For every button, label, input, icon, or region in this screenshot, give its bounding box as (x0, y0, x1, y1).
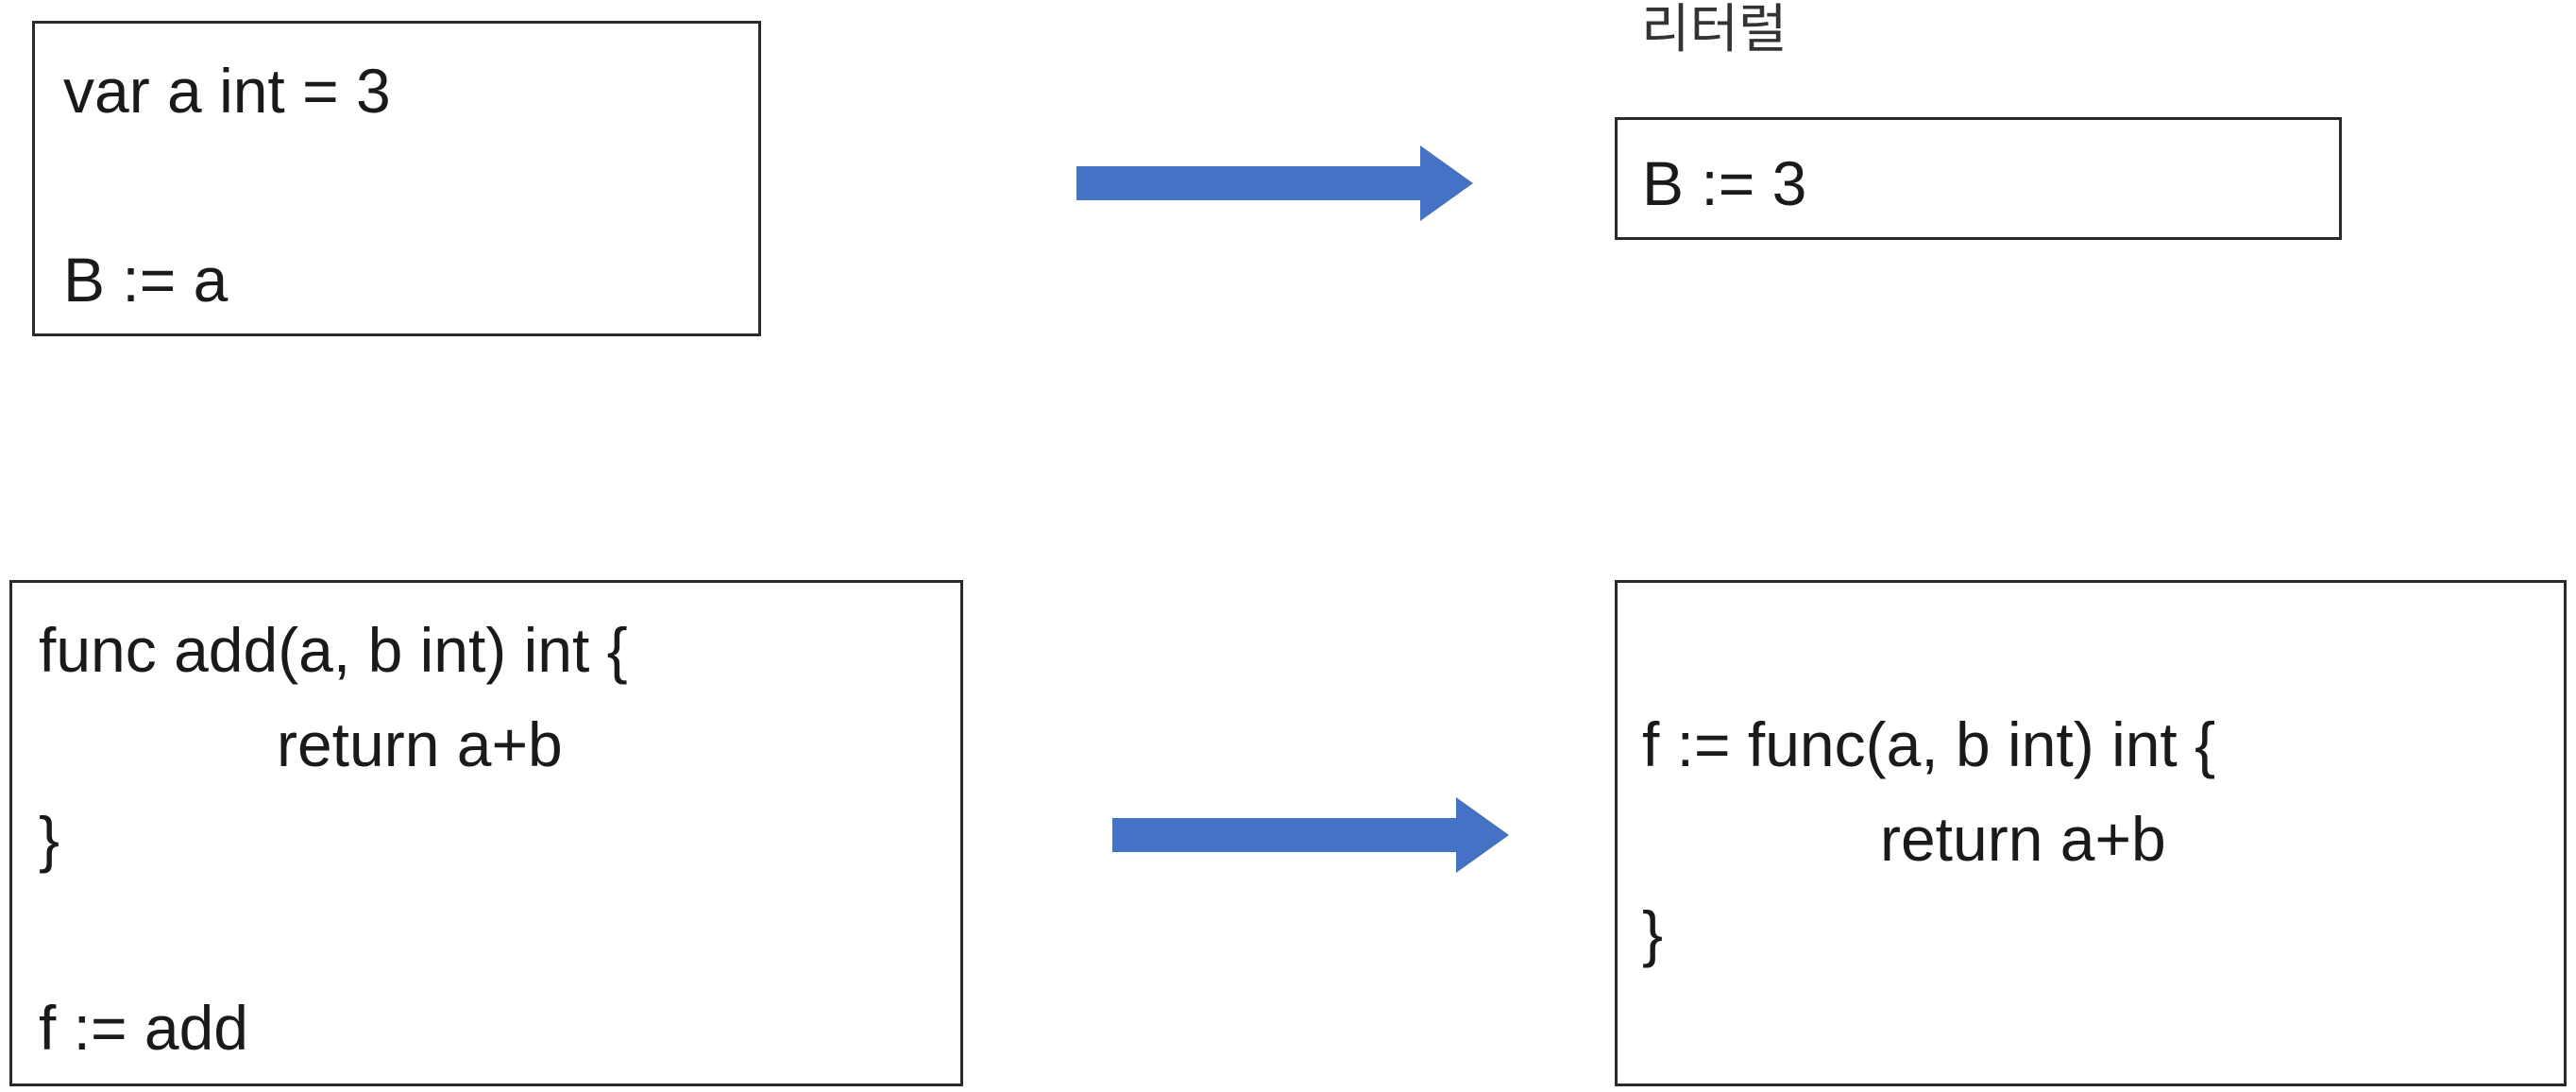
code-line: B := a (63, 245, 229, 315)
code-line: func add(a, b int) int { (39, 615, 628, 685)
code-box-function-literal: f := func(a, b int) int { return a+b } (1615, 580, 2567, 1086)
code-box-function-declaration: func add(a, b int) int { return a+b } f … (9, 580, 963, 1086)
code-box-literal: B := 3 (1615, 117, 2342, 240)
code-line: f := add (39, 993, 249, 1063)
code-line: return a+b (1880, 804, 2166, 874)
code-line: } (1642, 898, 1664, 968)
literal-caption: 리터럴 (1641, 0, 1788, 60)
code-line: B := 3 (1642, 148, 1807, 218)
right-arrow-icon (1076, 145, 1473, 221)
right-arrow-icon (1112, 797, 1509, 873)
code-line: var a int = 3 (63, 56, 391, 126)
code-line: return a+b (277, 709, 563, 779)
code-line: f := func(a, b int) int { (1642, 709, 2216, 779)
code-box-variable-declaration: var a int = 3 B := a (32, 21, 761, 336)
code-line: } (39, 804, 60, 874)
